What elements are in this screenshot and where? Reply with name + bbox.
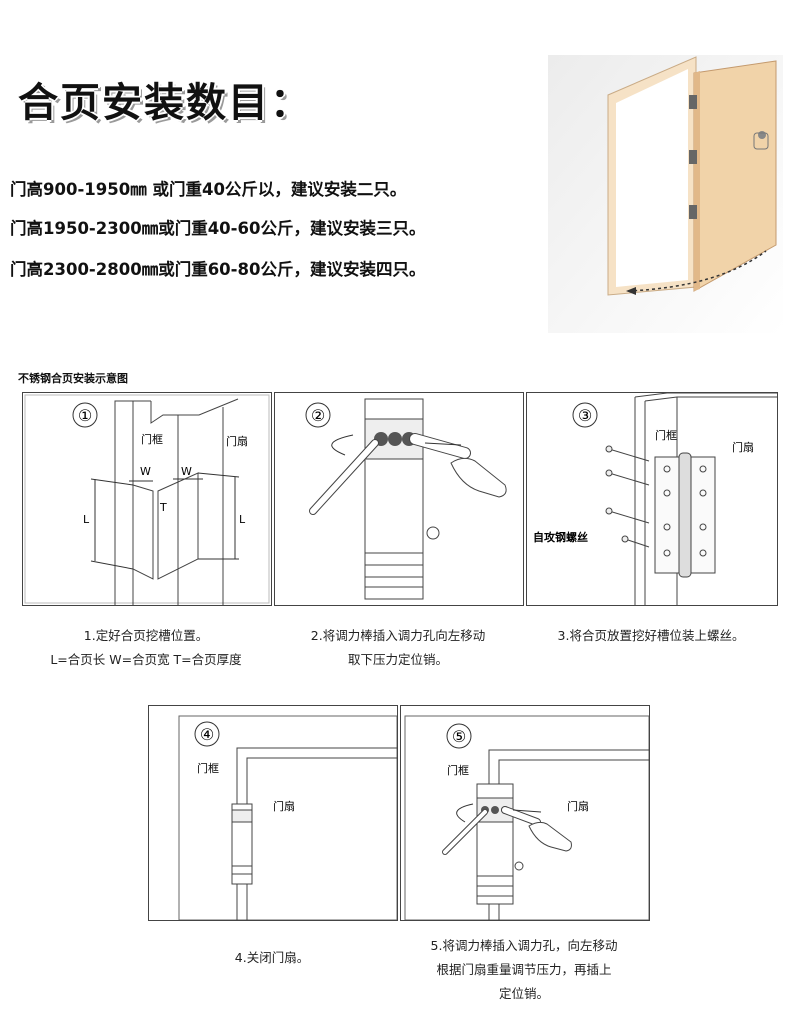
rule-two-hinges: 门高900-1950㎜ 或门重40公斤以，建议安装二只。 [10,180,407,199]
step1-caption-line1: 1.定好合页挖槽位置。 [83,628,209,643]
w-label-1: W [140,465,151,478]
door-label: 门扇 [226,434,248,448]
door-illustration [548,55,783,333]
step1-caption: 1.定好合页挖槽位置。 L=合页长 W=合页宽 T=合页厚度 [22,624,270,672]
screw-label: 自攻钢螺丝 [533,530,588,544]
step5-caption-line3: 定位销。 [498,986,549,1001]
section-title: 不锈钢合页安装示意图 [18,372,128,385]
door-label-4: 门扇 [273,799,295,813]
l-label-2: L [239,513,246,526]
step1-number: ① [78,406,92,425]
frame-label: 门框 [141,432,163,446]
w-label-2: W [181,465,192,478]
step2-number: ② [311,406,325,425]
step4-number: ④ [200,725,214,744]
step5-caption-line1: 5.将调力棒插入调力孔，向左移动 [430,938,618,953]
step5-caption: 5.将调力棒插入调力孔，向左移动 根据门扇重量调节压力，再插上 定位销。 [400,934,648,1006]
step4-caption: 4.关闭门扇。 [148,946,396,970]
frame-label-3: 门框 [655,428,677,442]
step2-diagram: ② [274,392,524,606]
frame-label-5: 门框 [447,763,469,777]
rule-three-hinges: 门高1950-2300㎜或门重40-60公斤，建议安装三只。 [10,219,426,238]
step3-diagram: ③ 门框 门扇 自攻钢螺丝 [526,392,778,606]
step3-caption-line1: 3.将合页放置挖好槽位装上螺丝。 [557,628,745,643]
step1-caption-line2: L=合页长 W=合页宽 T=合页厚度 [50,652,242,667]
step4-caption-line1: 4.关闭门扇。 [234,950,310,965]
step2-caption-line2: 取下压力定位销。 [347,652,448,667]
step3-number: ③ [578,406,592,425]
step2-caption-line1: 2.将调力棒插入调力孔向左移动 [310,628,486,643]
step5-diagram: ⑤ 门框 门扇 [400,705,650,921]
step1-diagram: ① 门框 门扇 W W T L L [22,392,272,606]
t-label: T [159,501,167,514]
step5-caption-line2: 根据门扇重量调节压力，再插上 [436,962,612,977]
door-label-5: 门扇 [567,799,589,813]
step4-diagram: ④ 门框 门扇 [148,705,398,921]
page-title: 合页安装数目： [18,80,312,126]
step3-caption: 3.将合页放置挖好槽位装上螺丝。 [526,624,776,648]
l-label-1: L [83,513,90,526]
frame-label-4: 门框 [197,761,219,775]
rule-four-hinges: 门高2300-2800㎜或门重60-80公斤，建议安装四只。 [10,260,426,279]
step2-caption: 2.将调力棒插入调力孔向左移动 取下压力定位销。 [274,624,522,672]
door-label-3: 门扇 [732,440,754,454]
step5-number: ⑤ [452,727,466,746]
